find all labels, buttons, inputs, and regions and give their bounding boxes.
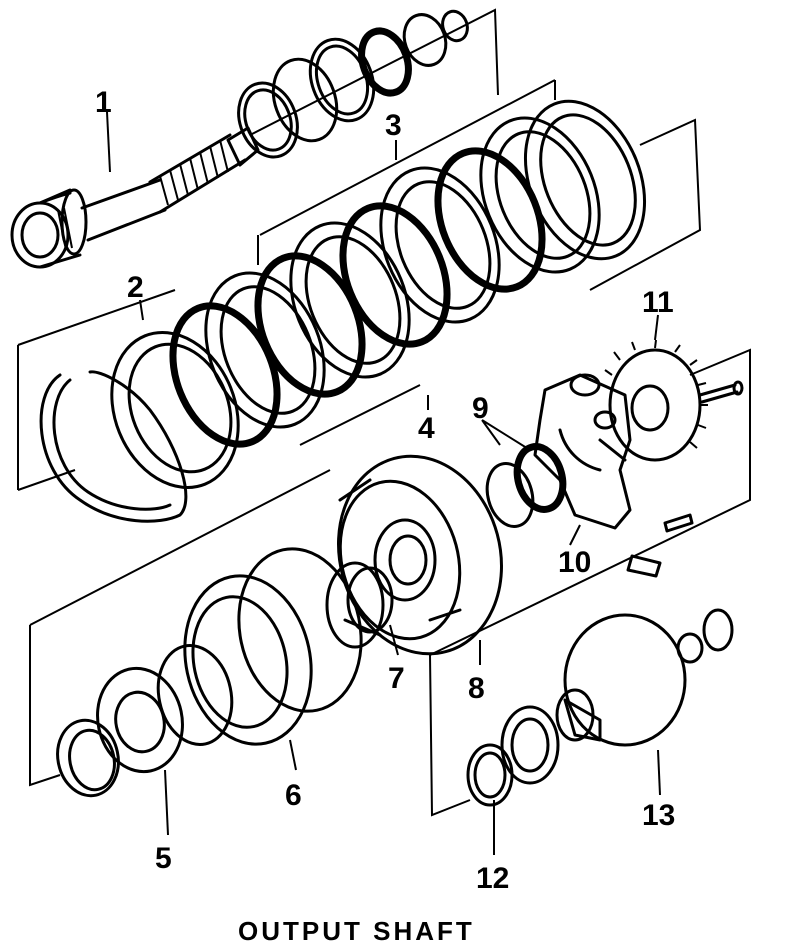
callout-1: 1 [95,86,112,119]
output-flange [555,608,734,747]
callout-11: 11 [642,286,674,319]
callout-13: 13 [642,799,675,832]
seal-rings [485,443,567,528]
callout-10: 10 [558,546,591,579]
clutch-piston [156,547,363,746]
callout-5: 5 [155,842,172,875]
tail-bearing [466,705,560,807]
output-shaft [10,126,260,269]
callout-labels: 1 2 3 4 5 6 7 8 9 10 11 12 13 [95,86,675,895]
thrust-bearing [325,561,394,649]
callout-6: 6 [285,779,302,812]
diagram-caption: OUTPUT SHAFT [238,916,475,946]
group-brackets [17,8,751,817]
callout-4: 4 [418,412,435,445]
callout-12: 12 [476,862,509,895]
callout-8: 8 [468,672,485,705]
callout-7: 7 [388,662,405,695]
spring-retainer [56,666,184,798]
leader-lines [106,111,661,855]
lower-snap-ring-and-plate [39,330,240,523]
callout-3: 3 [385,109,402,142]
callout-9: 9 [472,392,489,425]
shaft-splines [159,139,229,206]
upper-ring-stack [237,9,469,159]
governor-gear [604,339,744,462]
callout-2: 2 [127,271,144,304]
clutch-pack [169,99,647,448]
